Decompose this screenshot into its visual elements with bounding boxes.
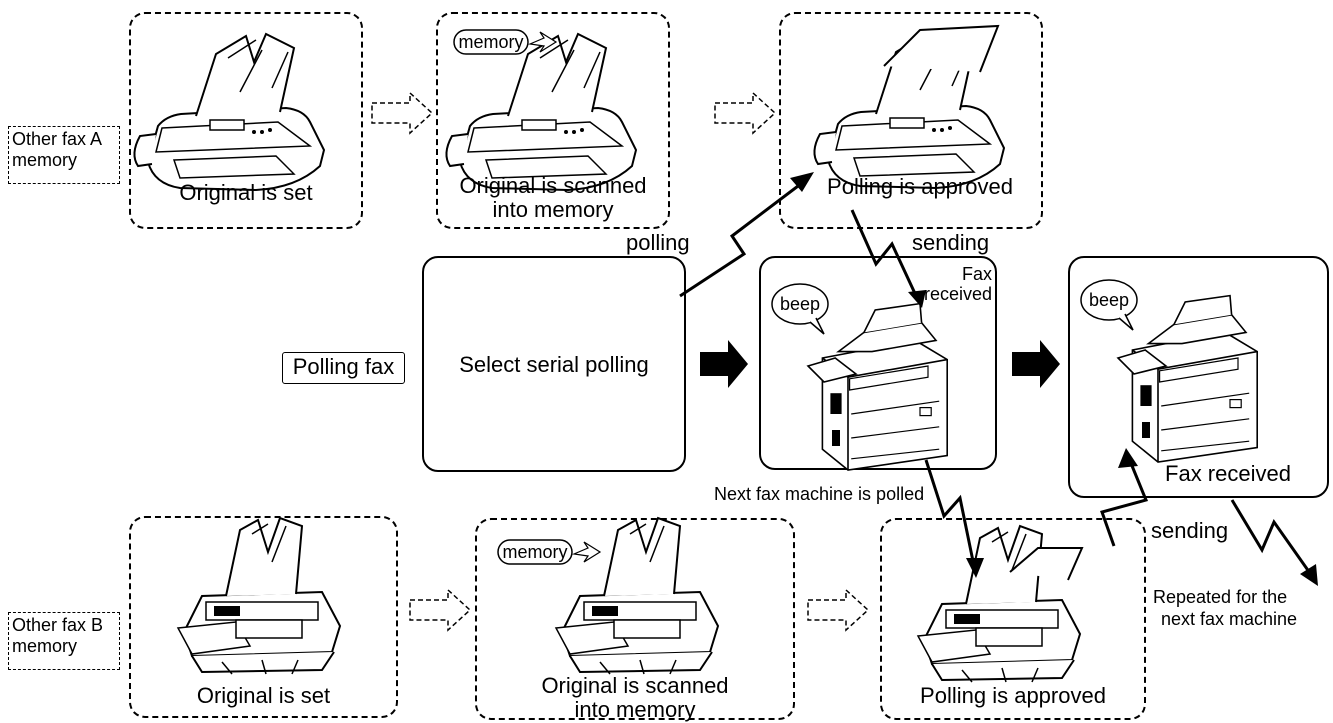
bottom-step1-box [129, 516, 398, 718]
signal-sending-top-label: sending [912, 230, 990, 255]
flow-arrow-bottom-1 [409, 588, 472, 632]
receiver2-box [1068, 256, 1329, 498]
receiver1-illustration [807, 302, 949, 471]
signal-next-polled-label: Next fax machine is polled [714, 484, 925, 504]
bottom-step2-caption-line2: into memory [574, 697, 696, 722]
other-fax-a-line2: memory [12, 150, 78, 170]
select-serial-polling-box [422, 256, 686, 472]
select-serial-polling-label: Select serial polling [459, 352, 649, 377]
polling-fax-tag: Polling fax [282, 352, 405, 384]
other-fax-a-line1: Other fax A [12, 129, 103, 149]
fax-b-step2-illustration [555, 517, 719, 675]
flow-arrow-top-1 [371, 91, 434, 135]
signal-next-polled-head [966, 558, 984, 578]
memory-bubble-bottom-label: memory [502, 542, 568, 562]
fax-a-step1-illustration [133, 33, 325, 191]
bottom-step2-caption-line1: Original is scanned [541, 673, 729, 698]
bottom-step1-caption: Original is set [196, 683, 331, 708]
top-step1-caption: Original is set [179, 180, 313, 205]
top-step3-caption: Polling is approved [827, 174, 1013, 199]
fax-b-step3-illustration [917, 525, 1084, 683]
fax-b-step1-illustration [177, 517, 341, 675]
bottom-step2-box [475, 518, 795, 720]
signal-sending-bottom [1100, 455, 1149, 547]
receiver2-caption: Fax received [1165, 461, 1291, 486]
receiver2-illustration [1117, 294, 1258, 463]
other-fax-b-line2: memory [12, 636, 78, 656]
beep-bubble-1-label: beep [779, 294, 821, 314]
other-fax-b-line1: Other fax B [12, 615, 104, 635]
signal-polling-label: polling [626, 230, 690, 255]
fax-a-step3-illustration [813, 24, 1005, 189]
bottom-step3-caption: Polling is approved [920, 683, 1106, 708]
signal-polling [679, 178, 807, 298]
top-step2-caption-line1: Original is scanned [459, 173, 647, 198]
beep-bubble-2-label: beep [1088, 290, 1130, 310]
top-step2-box [436, 12, 670, 229]
other-fax-a-tag: Other fax A memory [8, 126, 120, 184]
other-fax-b-tag: Other fax B memory [8, 612, 120, 670]
receiver1-caption-line2: received [923, 284, 992, 304]
signal-repeated-head [1300, 564, 1318, 586]
memory-bubble-bottom [497, 539, 602, 565]
signal-next-polled [924, 459, 976, 567]
beep-bubble-1 [771, 283, 829, 335]
flow-arrow-middle-2 [1012, 340, 1060, 388]
signal-sending-bottom-head [1118, 448, 1138, 468]
signal-repeated-line2: next fax machine [1161, 609, 1298, 629]
top-step3-box [779, 12, 1043, 229]
receiver1-caption-line1: Fax [961, 264, 992, 284]
signal-repeated-line1: Repeated for the [1153, 587, 1288, 607]
signal-sending-top [850, 209, 920, 301]
top-step2-caption-line2: into memory [492, 197, 614, 222]
flow-arrow-bottom-2 [807, 588, 870, 632]
memory-bubble-top [453, 29, 558, 55]
receiver1-box [759, 256, 997, 470]
flow-arrow-middle-1 [700, 340, 748, 388]
bottom-step3-box [880, 518, 1146, 720]
signal-sending-bottom-label: sending [1151, 518, 1229, 543]
memory-bubble-top-label: memory [458, 32, 524, 52]
signal-sending-top-head [908, 290, 926, 308]
signal-polling-head [790, 172, 814, 192]
fax-a-step2-illustration [445, 33, 637, 191]
polling-fax-label: Polling fax [292, 354, 395, 379]
top-step1-box [129, 12, 363, 229]
flow-arrow-top-2 [714, 91, 777, 135]
signal-repeated [1230, 499, 1314, 577]
beep-bubble-2 [1080, 279, 1138, 331]
